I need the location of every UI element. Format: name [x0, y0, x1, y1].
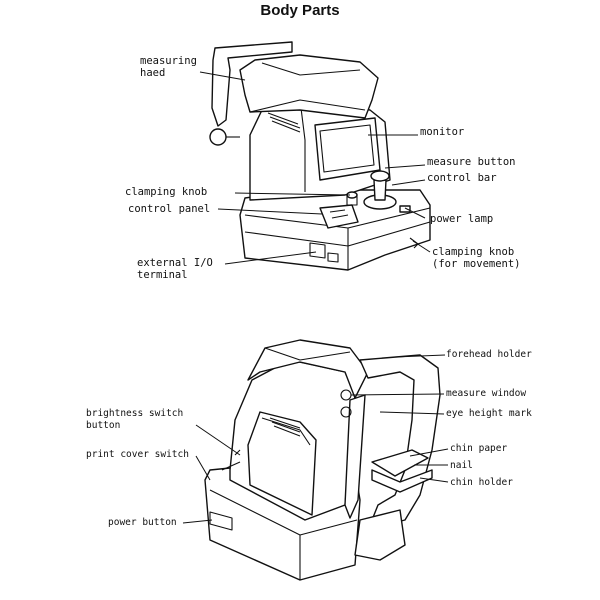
label-power-button: power button — [108, 517, 177, 528]
label-print-cover-switch: print cover switch — [86, 449, 189, 460]
label-clamping-knob-movement: clamping knob (for movement) — [432, 246, 521, 270]
bottom-leader-lines — [182, 354, 449, 524]
label-measure-window: measure window — [446, 388, 527, 399]
label-eye-height-mark: eye height mark — [446, 408, 532, 419]
label-chin-holder: chin holder — [450, 477, 513, 488]
label-external-io-terminal: external I/O terminal — [137, 257, 213, 281]
label-nail: nail — [450, 460, 473, 471]
label-power-lamp: power lamp — [430, 213, 494, 225]
top-device-drawing — [209, 41, 431, 271]
label-measuring-head: measuring haed — [140, 55, 197, 79]
label-brightness-switch-button: brightness switch button — [86, 408, 184, 431]
bottom-device-drawing — [204, 339, 441, 581]
label-monitor: monitor — [420, 126, 465, 138]
label-clamping-knob: clamping knob — [125, 186, 208, 198]
top-leader-lines — [199, 71, 431, 265]
label-forehead-holder: forehead holder — [446, 349, 532, 360]
label-measure-button: measure button — [427, 156, 516, 168]
label-chin-paper: chin paper — [450, 443, 508, 454]
diagram-title: Body Parts — [260, 2, 340, 19]
label-control-panel: control panel — [128, 203, 211, 215]
label-control-bar: control bar — [427, 172, 497, 184]
